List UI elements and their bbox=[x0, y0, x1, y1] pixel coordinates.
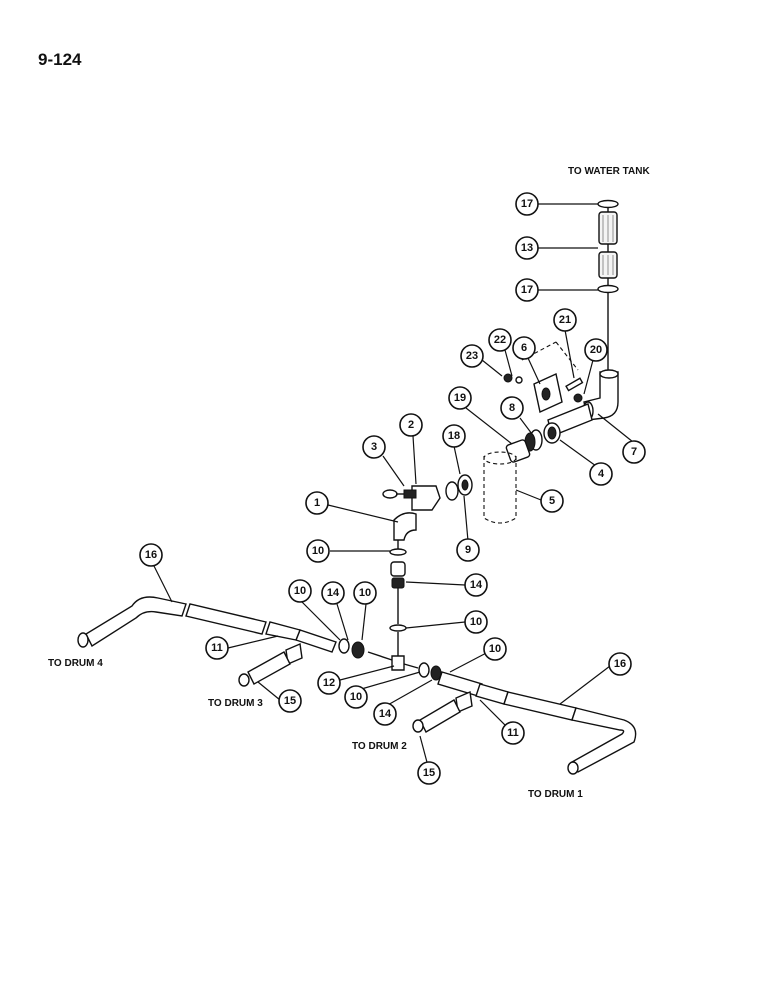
svg-text:10: 10 bbox=[489, 643, 501, 655]
svg-text:15: 15 bbox=[423, 767, 435, 779]
callout-15-right: 15 bbox=[417, 761, 441, 785]
callout-17-bottom: 17 bbox=[515, 278, 539, 302]
callout-23: 23 bbox=[460, 344, 484, 368]
callout-2: 2 bbox=[399, 413, 423, 437]
callout-1: 1 bbox=[305, 491, 329, 515]
callout-22: 22 bbox=[488, 328, 512, 352]
callout-11-left: 11 bbox=[205, 636, 229, 660]
svg-text:16: 16 bbox=[614, 658, 626, 670]
callout-12: 12 bbox=[317, 671, 341, 695]
svg-text:17: 17 bbox=[521, 198, 533, 210]
label-to-drum-1: TO DRUM 1 bbox=[528, 789, 583, 800]
callout-13: 13 bbox=[515, 236, 539, 260]
svg-text:18: 18 bbox=[448, 430, 460, 442]
svg-text:11: 11 bbox=[507, 727, 519, 739]
svg-text:3: 3 bbox=[371, 441, 377, 453]
svg-text:4: 4 bbox=[598, 468, 605, 480]
callout-14-lower: 14 bbox=[373, 702, 397, 726]
svg-text:21: 21 bbox=[559, 314, 571, 326]
svg-text:2: 2 bbox=[408, 419, 414, 431]
hose-clamp-bottom bbox=[597, 284, 619, 294]
svg-text:5: 5 bbox=[549, 495, 555, 507]
callout-19: 19 bbox=[448, 386, 472, 410]
svg-text:20: 20 bbox=[590, 344, 602, 356]
callout-15-left: 15 bbox=[278, 689, 302, 713]
svg-text:9: 9 bbox=[465, 544, 471, 556]
mounting-bracket-6 bbox=[503, 341, 584, 413]
svg-text:10: 10 bbox=[350, 691, 362, 703]
callout-16-left: 16 bbox=[139, 543, 163, 567]
label-to-drum-4: TO DRUM 4 bbox=[48, 658, 103, 669]
svg-text:10: 10 bbox=[312, 545, 324, 557]
callout-14-upper: 14 bbox=[464, 573, 488, 597]
svg-text:10: 10 bbox=[359, 587, 371, 599]
main-diagonal-assembly bbox=[382, 403, 593, 552]
callout-21: 21 bbox=[553, 308, 577, 332]
svg-text:14: 14 bbox=[379, 708, 392, 720]
svg-text:15: 15 bbox=[284, 695, 296, 707]
label-to-water-tank: TO WATER TANK bbox=[568, 166, 650, 177]
svg-text:10: 10 bbox=[294, 585, 306, 597]
hose-clamp-top bbox=[597, 199, 619, 209]
callout-10-upper: 10 bbox=[306, 539, 330, 563]
svg-text:13: 13 bbox=[521, 242, 533, 254]
callout-7: 7 bbox=[622, 440, 646, 464]
supply-line-to-tank bbox=[597, 199, 619, 372]
label-to-drum-3: TO DRUM 3 bbox=[208, 698, 263, 709]
callout-4: 4 bbox=[589, 462, 613, 486]
svg-text:17: 17 bbox=[521, 284, 533, 296]
svg-text:7: 7 bbox=[631, 446, 637, 458]
svg-text:8: 8 bbox=[509, 402, 515, 414]
right-branch bbox=[403, 662, 637, 775]
svg-text:14: 14 bbox=[327, 587, 340, 599]
callout-6: 6 bbox=[512, 336, 536, 360]
svg-text:23: 23 bbox=[466, 350, 478, 362]
svg-text:1: 1 bbox=[314, 497, 320, 509]
label-to-drum-2: TO DRUM 2 bbox=[352, 741, 407, 752]
callout-16-right: 16 bbox=[608, 652, 632, 676]
page-number: 9-124 bbox=[38, 50, 82, 69]
callout-14-left: 14 bbox=[321, 581, 345, 605]
svg-text:11: 11 bbox=[211, 642, 223, 654]
svg-text:10: 10 bbox=[470, 616, 482, 628]
callout-8: 8 bbox=[500, 396, 524, 420]
callout-10-right: 10 bbox=[483, 637, 507, 661]
left-branch bbox=[77, 596, 393, 687]
callout-17-top: 17 bbox=[515, 192, 539, 216]
callout-10-left-b: 10 bbox=[353, 581, 377, 605]
svg-text:16: 16 bbox=[145, 549, 157, 561]
vertical-drop-line bbox=[389, 548, 407, 671]
svg-text:22: 22 bbox=[494, 334, 506, 346]
svg-text:12: 12 bbox=[323, 677, 335, 689]
leader-lines bbox=[153, 203, 634, 767]
callout-5: 5 bbox=[540, 489, 564, 513]
svg-text:19: 19 bbox=[454, 392, 466, 404]
callout-18: 18 bbox=[442, 424, 466, 448]
svg-text:6: 6 bbox=[521, 342, 527, 354]
callout-11-right: 11 bbox=[501, 721, 525, 745]
callout-9: 9 bbox=[456, 538, 480, 562]
callout-10-mid: 10 bbox=[464, 610, 488, 634]
callout-10-lower: 10 bbox=[344, 685, 368, 709]
callout-20: 20 bbox=[584, 338, 608, 362]
svg-text:14: 14 bbox=[470, 579, 483, 591]
callout-3: 3 bbox=[362, 435, 386, 459]
callout-10-left-a: 10 bbox=[288, 579, 312, 603]
